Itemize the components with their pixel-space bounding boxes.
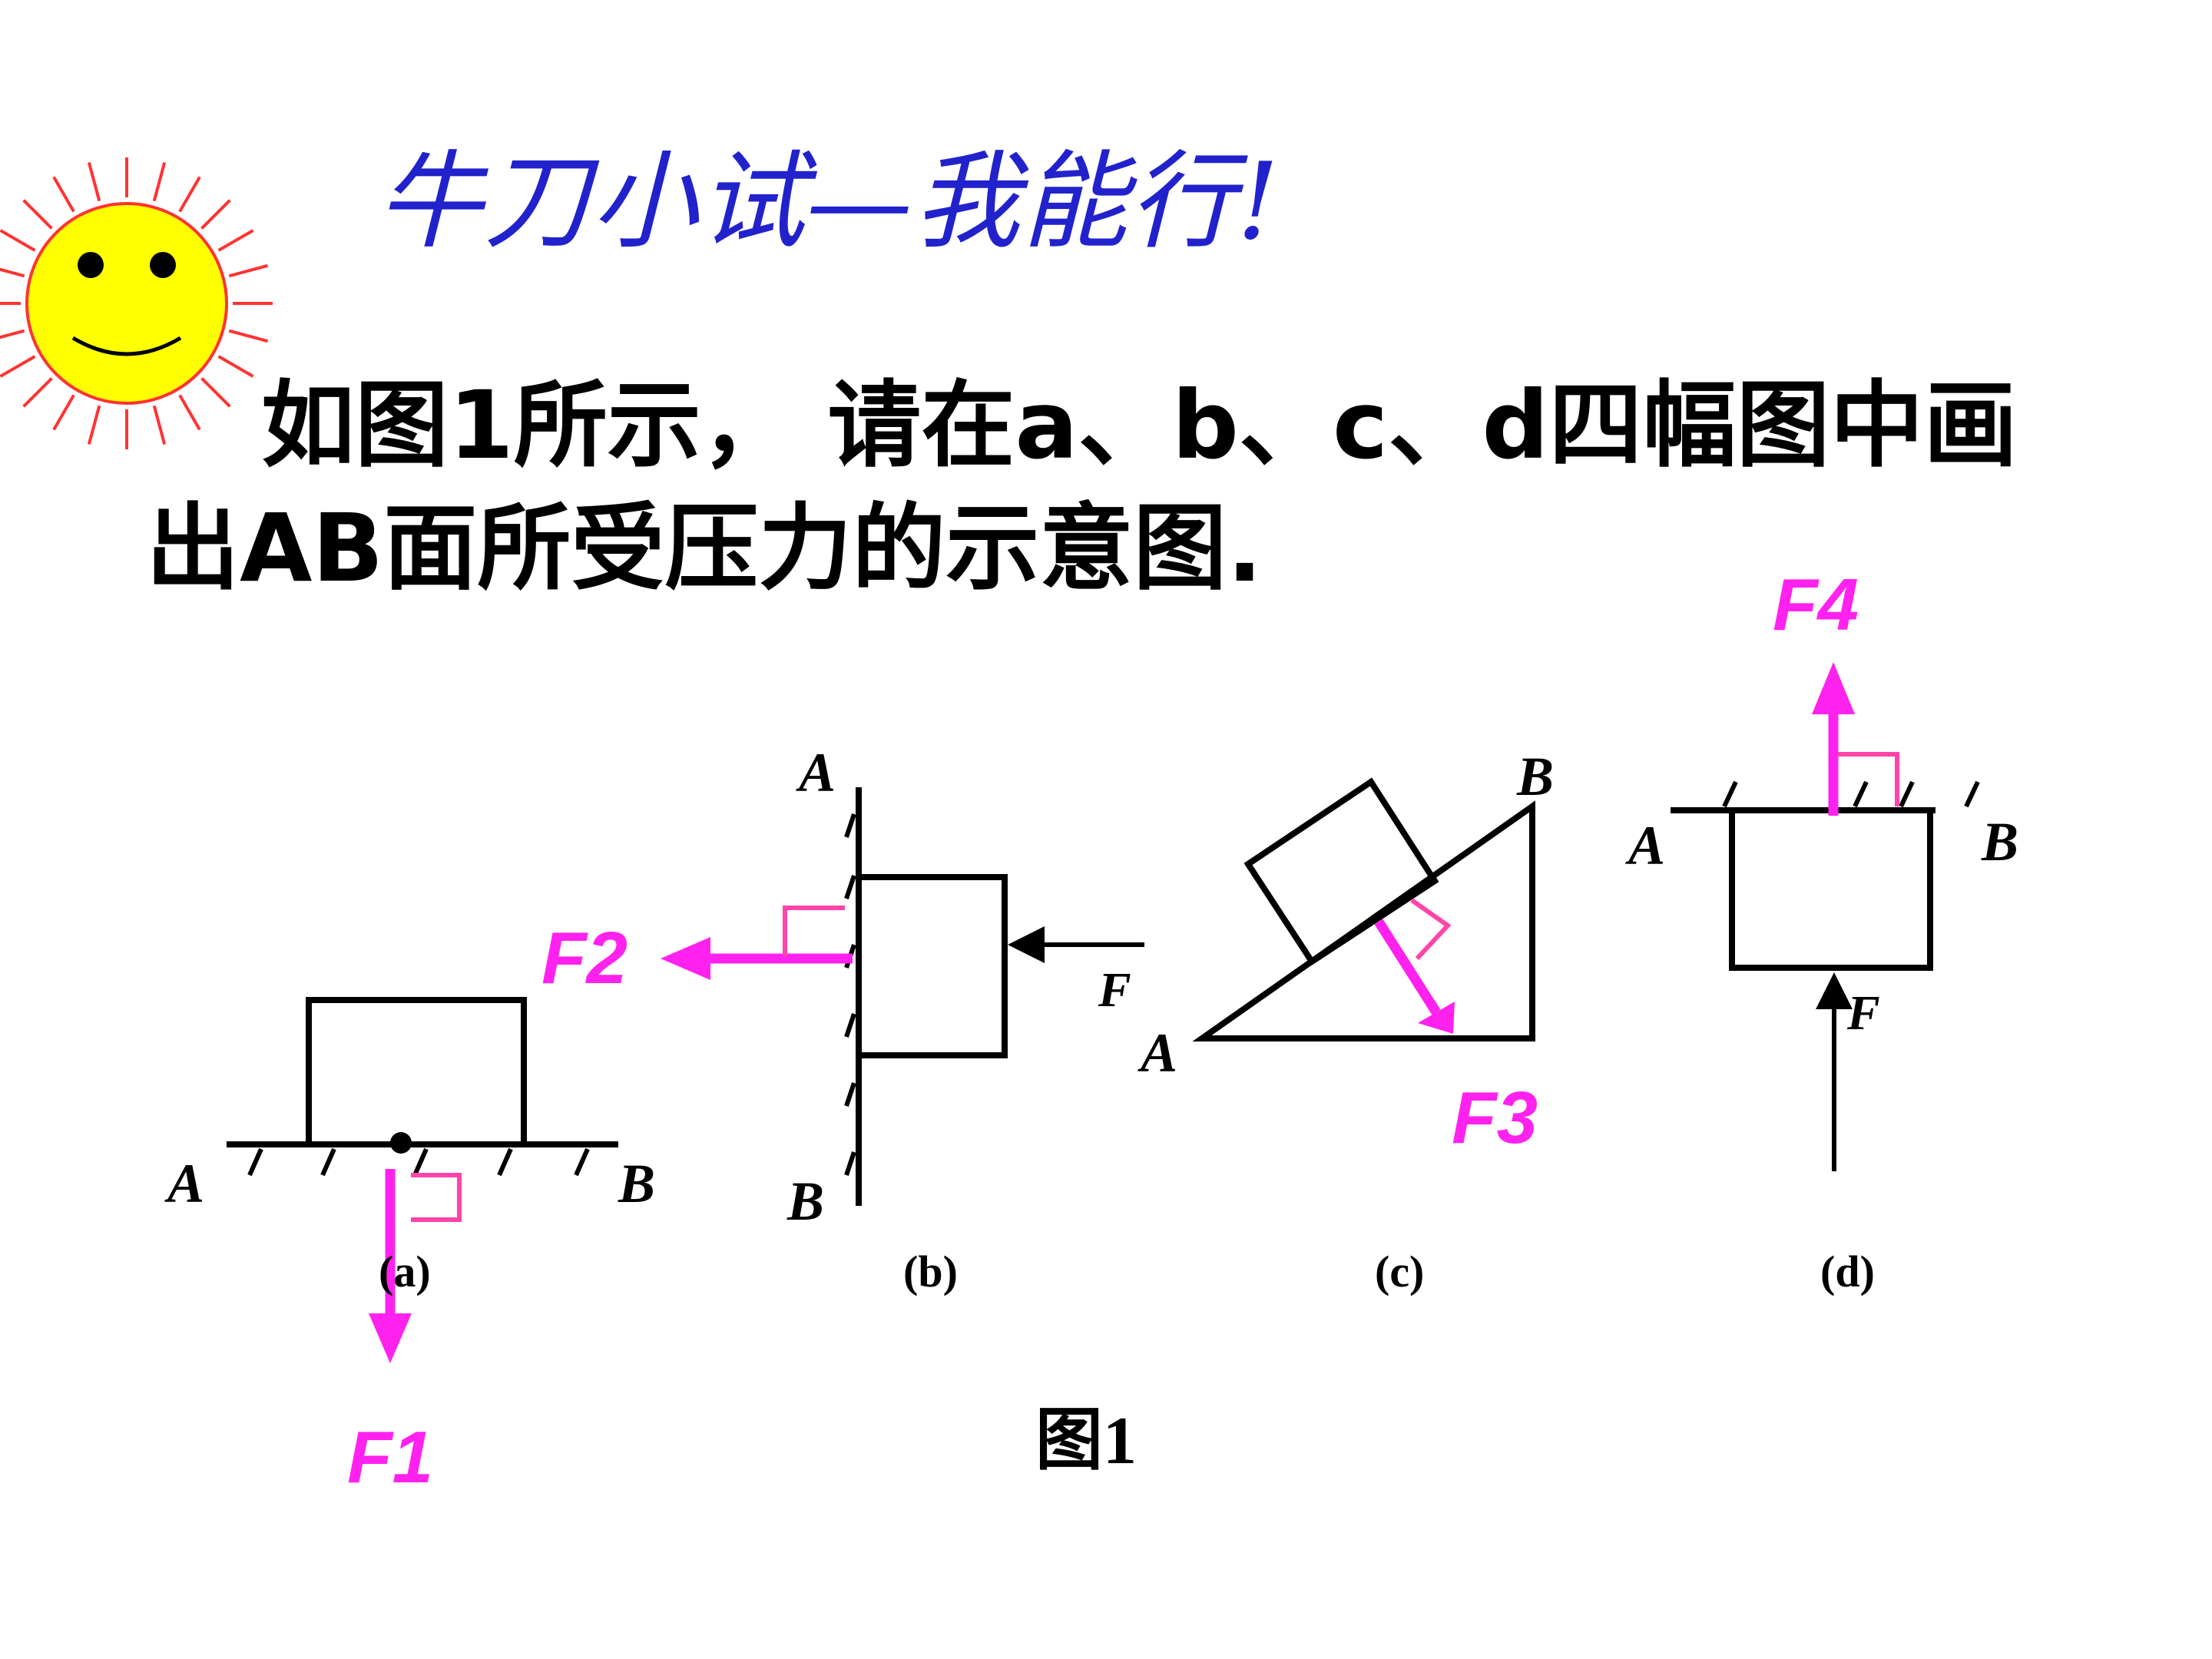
sun-ray — [0, 355, 36, 378]
sun-ray — [52, 176, 75, 213]
sun-ray — [22, 199, 53, 230]
ceiling-hatching — [1722, 780, 1980, 808]
sun-ray — [217, 229, 254, 252]
right-angle-mark — [783, 906, 845, 956]
force-label-f1: F1 — [347, 1416, 433, 1498]
sun-ray — [0, 267, 25, 278]
block-d — [1729, 807, 1933, 971]
force-label-f2: F2 — [541, 917, 628, 999]
sun-ray — [200, 377, 231, 408]
sun-ray — [87, 405, 101, 445]
sun-ray — [152, 405, 167, 445]
sub-caption-d: (d) — [1820, 1247, 1875, 1296]
diagram-d: F A B (d) F4 — [1625, 564, 2018, 1296]
sun-ray — [52, 394, 75, 431]
label-b: B — [1981, 811, 2018, 873]
force-point — [390, 1132, 412, 1154]
label-a: A — [1625, 815, 1665, 876]
surface-hatching — [247, 1147, 590, 1177]
force-label-f4: F4 — [1773, 564, 1859, 646]
question-line-1: 如图1所示， 请在a、b、c、d四幅图中画 — [261, 371, 2018, 480]
block-b — [856, 874, 1008, 1058]
sun-ray — [178, 176, 201, 213]
sun-ray — [178, 394, 201, 431]
sun-ray — [228, 263, 269, 278]
label-a: A — [1137, 1022, 1177, 1084]
right-angle-mark — [1410, 898, 1452, 961]
sun-ray — [0, 229, 36, 252]
applied-force-label: F — [1098, 962, 1131, 1017]
figure-caption: 图1 — [1035, 1404, 1137, 1479]
diagram-c: A B (c) F3 — [1137, 746, 1554, 1296]
sun-ray — [22, 377, 53, 408]
force-arrow-f3 — [1374, 919, 1441, 1015]
right-angle-mark — [1837, 752, 1899, 806]
label-b: B — [618, 1153, 655, 1214]
right-angle-mark — [411, 1173, 462, 1222]
slide-title: 牛刀小试—我能行! — [376, 140, 1281, 263]
sun-ray — [152, 161, 167, 202]
applied-force-label: F — [1846, 985, 1880, 1040]
sub-caption-c: (c) — [1375, 1247, 1424, 1296]
label-b: B — [786, 1171, 824, 1232]
question-line-2: 出AB面所受压力的示意图. — [146, 494, 1263, 603]
label-a: A — [796, 742, 836, 803]
diagram-a: A B (a) F1 — [164, 997, 655, 1498]
sun-ray — [0, 329, 25, 339]
sun-ray — [228, 329, 269, 343]
sub-caption-a: (a) — [379, 1247, 431, 1296]
sub-caption-b: (b) — [903, 1247, 958, 1296]
block-c — [1243, 777, 1439, 966]
smiling-sun-icon — [0, 157, 273, 449]
sun-ray — [200, 199, 231, 230]
sun-ray — [217, 355, 254, 378]
sun-ray — [87, 161, 101, 202]
diagram-b: F A B (b) F2 — [541, 742, 1144, 1296]
force-label-f3: F3 — [1452, 1077, 1538, 1159]
block-a — [306, 997, 527, 1147]
wall-hatching — [844, 813, 856, 1176]
label-a: A — [164, 1153, 204, 1214]
label-b: B — [1516, 746, 1554, 807]
